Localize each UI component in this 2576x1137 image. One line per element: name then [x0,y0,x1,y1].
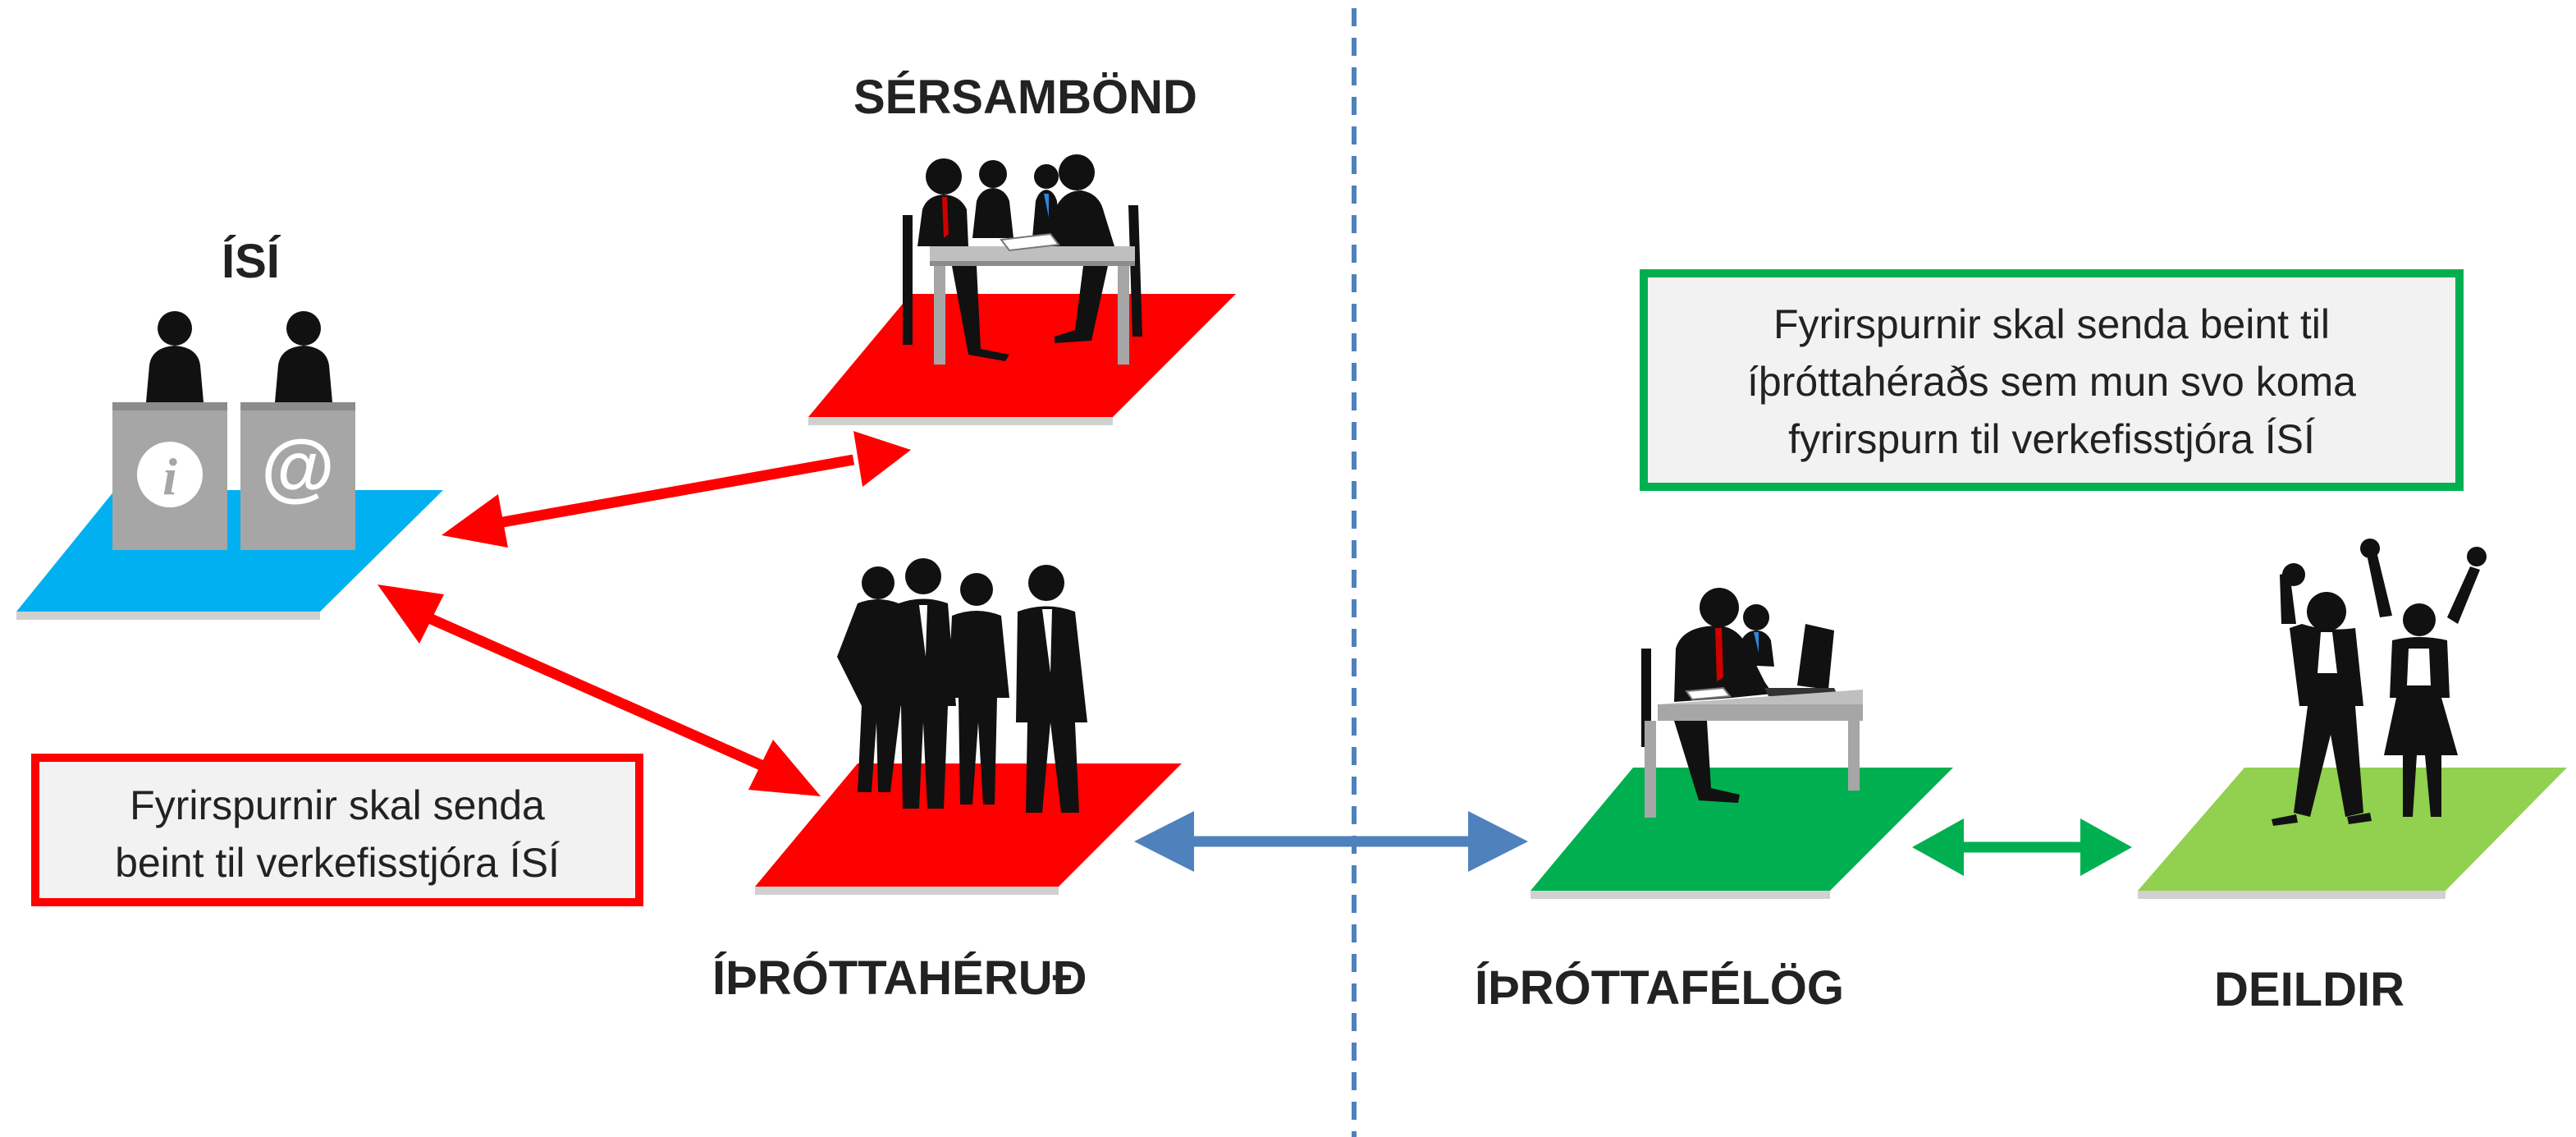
label-ithrottaherud: ÍÞRÓTTAHÉRUÐ [712,951,1087,1005]
arrow-felog-deildir [1912,818,2132,876]
meeting-table-icon [903,154,1142,364]
arrow-isi-sersambond [442,431,911,548]
headset-person-icon [146,311,332,402]
note-red: Fyrirspurnir skal senda beint til verkef… [31,754,643,906]
ithrottafelog-group [1531,588,1953,899]
label-ithrottafelog: ÍÞRÓTTAFÉLÖG [1475,961,1845,1015]
sersambond-platform [808,294,1236,417]
note-green-line-2: íþróttahéraðs sem mun svo koma [1747,359,2356,405]
info-icon [137,442,203,507]
business-team-icon [837,558,1087,813]
note-green: Fyrirspurnir skal senda beint til íþrótt… [1640,269,2464,491]
info-icon-glyph: i [162,447,177,506]
celebrating-people-icon [2272,539,2487,826]
deildir-platform [2138,768,2567,891]
ithrottaherud-group [755,558,1182,895]
isi-platform-shadow [16,612,320,620]
label-isi: ÍSÍ [222,235,280,288]
at-icon: @ [261,425,335,509]
note-green-line-3: fyrirspurn til verkefisstjóra ÍSÍ [1788,416,2315,462]
label-sersambond: SÉRSAMBÖND [853,71,1197,124]
sersambond-group [808,154,1236,425]
ithrottafelog-platform [1531,768,1953,891]
arrow-herud-felog [1134,811,1528,872]
desk-laptop-icon [1641,588,1863,818]
kiosk-at [240,402,355,550]
note-red-line-2: beint til verkefisstjóra ÍSÍ [115,840,560,886]
note-red-line-1: Fyrirspurnir skal senda [130,782,545,828]
note-green-line-1: Fyrirspurnir skal senda beint til [1773,301,2331,347]
arrow-isi-ithrottaherud [377,585,821,796]
label-deildir: DEILDIR [2214,963,2404,1016]
deildir-group [2138,539,2567,899]
isi-platform [16,490,443,612]
isi-group: i @ [16,311,443,620]
